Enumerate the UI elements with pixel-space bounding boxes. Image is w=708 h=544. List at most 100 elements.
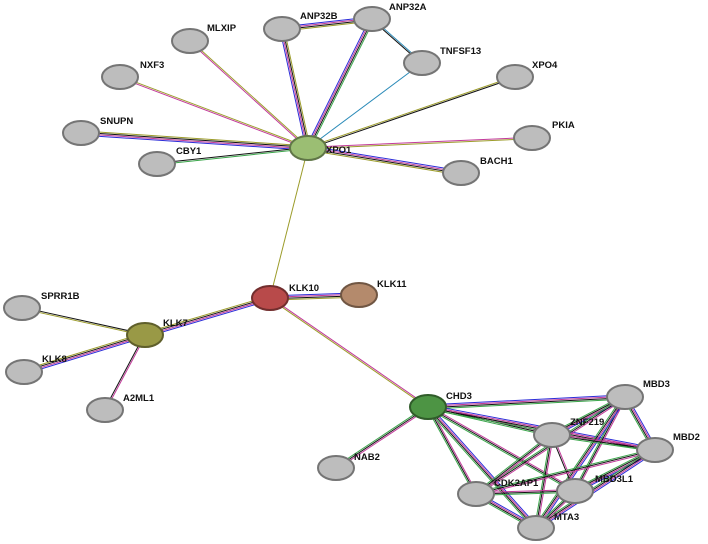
node-nab2[interactable]: NAB2: [317, 452, 380, 481]
node-label: MBD3L1: [595, 474, 634, 485]
node-circle[interactable]: [636, 437, 674, 463]
edge-xpo1-mlxip: [189, 40, 309, 149]
node-label: A2ML1: [123, 393, 155, 404]
node-klk10[interactable]: KLK10: [251, 283, 319, 311]
node-mlxip[interactable]: MLXIP: [171, 23, 237, 54]
node-circle[interactable]: [517, 515, 555, 541]
node-mbd2[interactable]: MBD2: [636, 432, 700, 463]
edge-strand: [426, 407, 476, 495]
node-label: CDK2AP1: [494, 478, 539, 489]
node-label: SNUPN: [100, 116, 133, 127]
edge-strand: [427, 407, 536, 529]
node-anp32a[interactable]: ANP32A: [353, 2, 427, 32]
node-nxf3[interactable]: NXF3: [101, 60, 164, 90]
node-sprr1b[interactable]: SPRR1B: [3, 291, 80, 321]
node-circle[interactable]: [533, 422, 571, 448]
node-a2ml1[interactable]: A2ML1: [86, 393, 155, 423]
node-label: KLK11: [377, 279, 407, 290]
node-circle[interactable]: [442, 160, 480, 186]
node-label: SPRR1B: [41, 291, 80, 302]
node-bach1[interactable]: BACH1: [442, 156, 513, 186]
node-znf219[interactable]: ZNF219: [533, 417, 604, 448]
node-tnfsf13[interactable]: TNFSF13: [403, 46, 481, 76]
node-circle[interactable]: [556, 478, 594, 504]
edge-strand: [282, 28, 310, 148]
node-mta3[interactable]: MTA3: [517, 512, 579, 541]
node-label: XPO1: [326, 145, 352, 156]
edge-strand: [270, 297, 429, 407]
edge-strand: [536, 451, 657, 531]
node-cdk2ap1[interactable]: CDK2AP1: [457, 478, 539, 507]
node-xpo1[interactable]: XPO1: [289, 135, 352, 161]
edge-strand: [537, 397, 628, 530]
node-circle[interactable]: [86, 397, 124, 423]
node-label: ZNF219: [570, 417, 604, 428]
edge-strand: [427, 407, 575, 493]
node-circle[interactable]: [353, 6, 391, 32]
node-circle[interactable]: [513, 125, 551, 151]
node-circle[interactable]: [409, 394, 447, 420]
edge-strand: [280, 29, 308, 149]
node-circle[interactable]: [62, 120, 100, 146]
edge-strand: [308, 145, 462, 172]
edge-strand: [144, 296, 270, 335]
node-circle[interactable]: [5, 359, 43, 385]
edge-strand: [190, 40, 309, 148]
edge-strand: [335, 406, 429, 469]
edge-znf219-mta3: [534, 434, 554, 529]
node-label: KLK8: [42, 354, 67, 365]
node-klk11[interactable]: KLK11: [340, 279, 407, 308]
node-klk7[interactable]: KLK7: [126, 318, 188, 348]
edge-klk10-klk7: [144, 295, 271, 338]
node-label: NAB2: [354, 452, 380, 463]
edge-strand: [306, 18, 372, 148]
edge-klk7-a2ml1: [103, 334, 147, 411]
node-circle[interactable]: [251, 285, 289, 311]
node-circle[interactable]: [138, 151, 176, 177]
node-mbd3[interactable]: MBD3: [606, 379, 670, 410]
node-cby1[interactable]: CBY1: [138, 146, 202, 177]
node-circle[interactable]: [317, 455, 355, 481]
edge-strand: [535, 434, 553, 529]
node-circle[interactable]: [289, 135, 327, 161]
node-label: XPO4: [532, 60, 558, 71]
node-mbd3l1[interactable]: MBD3L1: [556, 474, 634, 504]
node-circle[interactable]: [496, 64, 534, 90]
node-circle[interactable]: [403, 50, 441, 76]
node-pkia[interactable]: PKIA: [513, 120, 575, 151]
edge-strand: [81, 131, 309, 148]
edge-strand: [536, 450, 656, 530]
node-snupn[interactable]: SNUPN: [62, 116, 133, 146]
node-circle[interactable]: [606, 384, 644, 410]
edge-chd3-mta3: [426, 405, 538, 530]
node-circle[interactable]: [340, 282, 378, 308]
edge-strand: [23, 333, 145, 372]
edge-klk7-klk8: [23, 332, 146, 375]
node-circle[interactable]: [3, 295, 41, 321]
edge-mbd3-mta3: [533, 395, 628, 530]
node-label: CBY1: [176, 146, 202, 157]
edge-layer: [21, 16, 658, 531]
node-circle[interactable]: [457, 481, 495, 507]
edge-strand: [81, 130, 309, 147]
node-circle[interactable]: [126, 322, 164, 348]
node-chd3[interactable]: CHD3: [409, 391, 472, 420]
node-label: CHD3: [446, 391, 472, 402]
node-klk8[interactable]: KLK8: [5, 354, 67, 385]
edge-strand: [80, 133, 308, 150]
edge-strand: [22, 306, 146, 335]
node-xpo4[interactable]: XPO4: [496, 60, 558, 90]
edge-strand: [279, 29, 307, 149]
edge-strand: [309, 19, 375, 150]
node-anp32b[interactable]: ANP32B: [263, 11, 338, 42]
edge-xpo1-anp32b: [279, 28, 311, 149]
edge-strand: [308, 138, 533, 150]
node-circle[interactable]: [263, 16, 301, 42]
edge-strand: [426, 408, 535, 530]
edge-strand: [24, 335, 146, 374]
node-circle[interactable]: [101, 64, 139, 90]
edge-xpo1-pkia: [307, 136, 533, 150]
node-circle[interactable]: [171, 28, 209, 54]
edge-strand: [575, 397, 627, 492]
